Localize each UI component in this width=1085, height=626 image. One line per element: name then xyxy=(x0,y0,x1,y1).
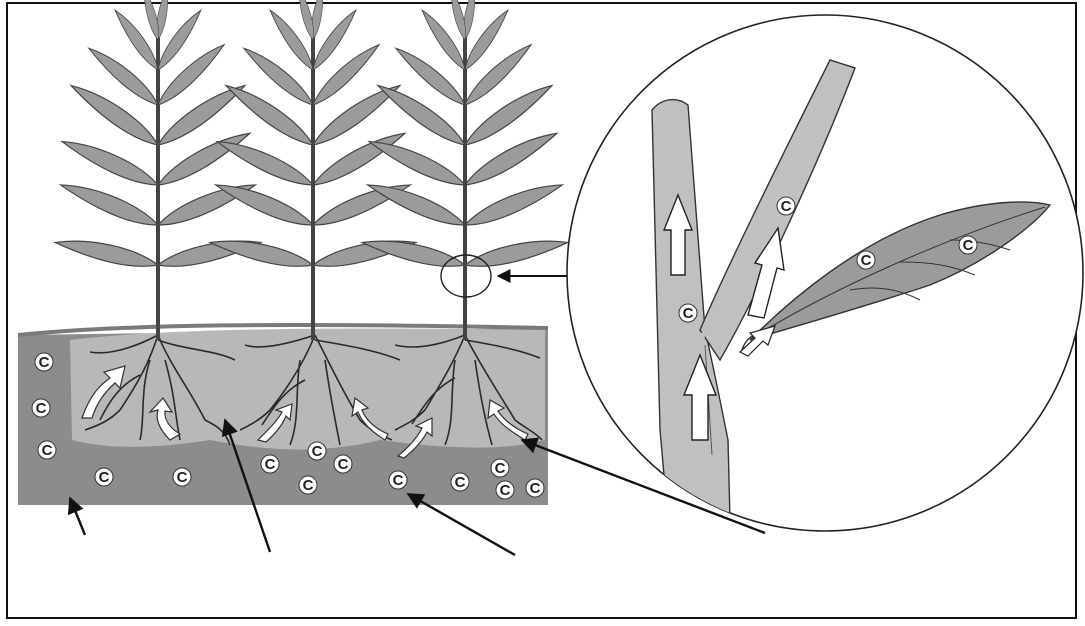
carbon-label: C xyxy=(861,252,872,269)
carbon-particle-icon: C xyxy=(451,473,469,491)
carbon-label: C xyxy=(99,469,110,486)
carbon-label: C xyxy=(265,456,276,473)
carbon-particle-icon: C xyxy=(526,479,544,497)
magnified-view: C C C C xyxy=(567,15,1083,531)
carbon-particle-icon: C xyxy=(334,455,352,473)
carbon-particle-icon: C xyxy=(679,304,697,322)
carbon-particle-icon: C xyxy=(173,468,191,486)
carbon-particle-icon: C xyxy=(35,353,53,371)
carbon-label: C xyxy=(312,443,323,460)
plant-3 xyxy=(360,0,569,340)
carbon-particle-icon: C xyxy=(389,471,407,489)
carbon-particle-icon: C xyxy=(95,468,113,486)
plant-1 xyxy=(53,0,262,340)
carbon-label: C xyxy=(455,474,466,491)
carbon-label: C xyxy=(338,456,349,473)
carbon-particle-icon: C xyxy=(261,455,279,473)
carbon-particle-icon: C xyxy=(959,236,977,254)
carbon-label: C xyxy=(500,482,511,499)
carbon-label: C xyxy=(177,469,188,486)
carbon-particle-icon: C xyxy=(299,476,317,494)
carbon-particle-icon: C xyxy=(38,441,56,459)
carbon-label: C xyxy=(36,400,47,417)
carbon-particle-icon: C xyxy=(857,251,875,269)
plants xyxy=(53,0,569,340)
carbon-particle-icon: C xyxy=(491,459,509,477)
plant-2 xyxy=(208,0,417,340)
carbon-particle-icon: C xyxy=(777,197,795,215)
carbon-label: C xyxy=(393,472,404,489)
carbon-particle-icon: C xyxy=(32,399,50,417)
carbon-label: C xyxy=(39,354,50,371)
carbon-label: C xyxy=(42,442,53,459)
carbon-label: C xyxy=(963,237,974,254)
carbon-particle-icon: C xyxy=(308,442,326,460)
carbon-label: C xyxy=(303,477,314,494)
carbon-label: C xyxy=(781,198,792,215)
carbon-label: C xyxy=(530,480,541,497)
carbon-label: C xyxy=(495,460,506,477)
carbon-particle-icon: C xyxy=(496,481,514,499)
carbon-label: C xyxy=(683,305,694,322)
